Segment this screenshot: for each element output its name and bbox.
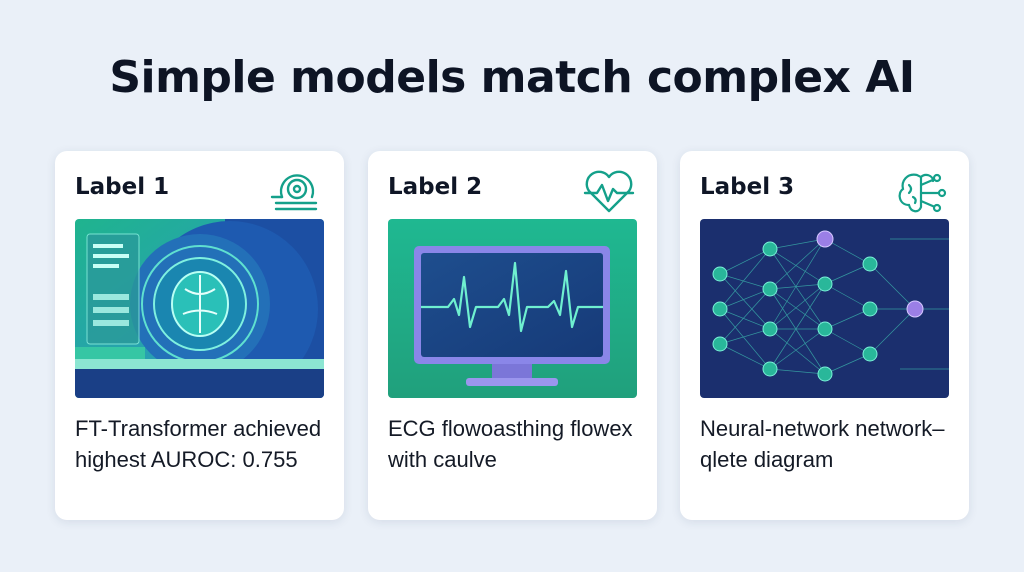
card-description: ECG flowoasthing flowex with caulve bbox=[388, 416, 633, 472]
neural-network-illustration bbox=[700, 219, 949, 398]
card-3: Label 3 bbox=[680, 151, 969, 520]
mri-scanner-icon bbox=[268, 167, 324, 217]
card-2: Label 2 ECG flowoasthing flowex with c bbox=[368, 151, 657, 520]
page-title: Simple models match complex AI bbox=[109, 52, 915, 103]
brain-network-icon bbox=[893, 167, 949, 217]
mri-scan-illustration bbox=[75, 219, 324, 398]
card-label: Label 1 bbox=[75, 174, 170, 200]
card-1: Label 1 bbox=[55, 151, 344, 520]
card-label: Label 2 bbox=[388, 174, 483, 200]
card-description: FT-Transformer achieved highest AUROC: 0… bbox=[75, 416, 322, 472]
card-description: Neural-network network–qlete diagram bbox=[700, 416, 945, 472]
card-label: Label 3 bbox=[700, 174, 795, 200]
ecg-monitor-illustration bbox=[388, 219, 637, 398]
heartbeat-icon bbox=[581, 167, 637, 217]
